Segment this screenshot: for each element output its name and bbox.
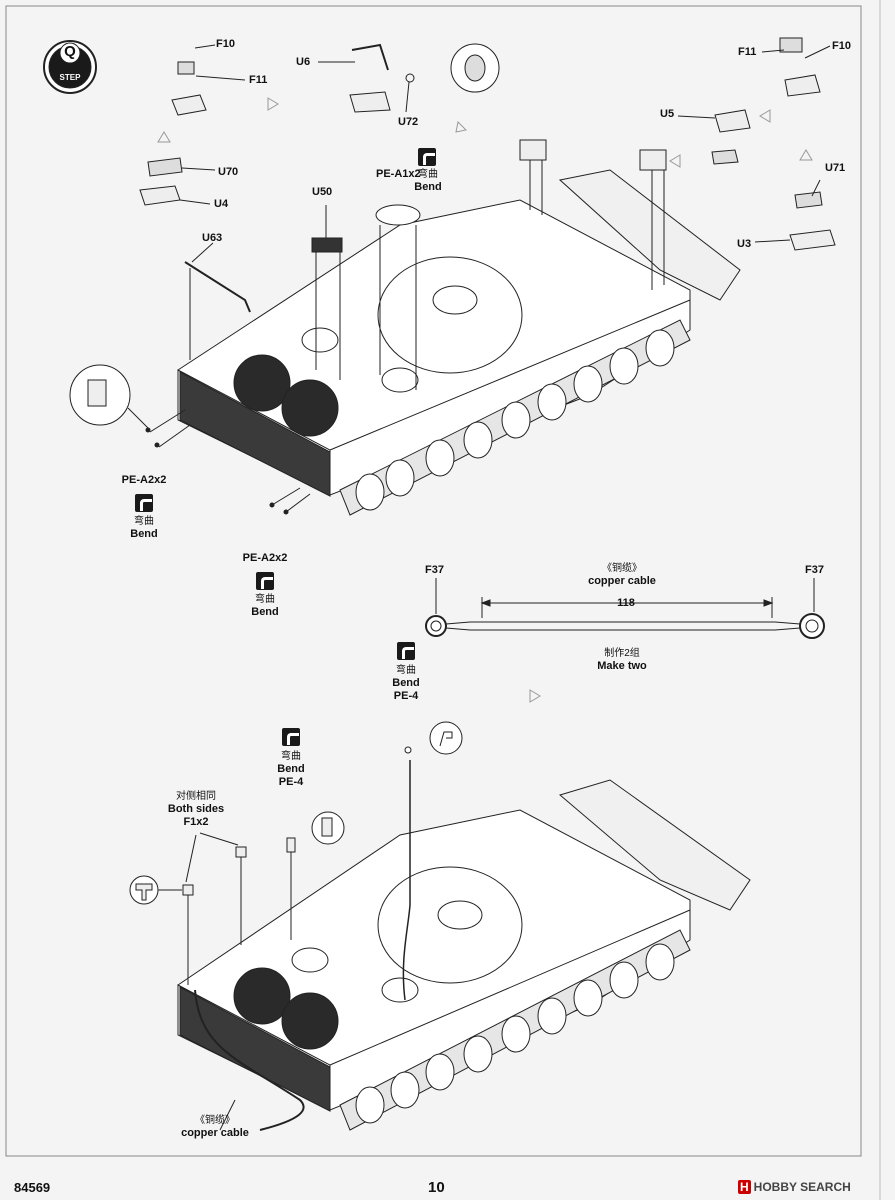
part-label-pe-a2: PE-A2x2: [121, 474, 167, 486]
part-label-f10: F10: [216, 38, 235, 50]
part-label-pe-4: PE-4: [393, 690, 419, 702]
step-number: Q: [64, 43, 76, 60]
bend-icon: [135, 494, 153, 512]
step-label: STEP: [59, 73, 81, 82]
page-frame: [5, 5, 862, 1157]
bend-en: Bend: [277, 763, 305, 775]
part-label-u3: U3: [737, 238, 752, 250]
part-label-f11: F11: [249, 74, 268, 86]
part-label-f10-right: F10: [832, 40, 851, 52]
bend-text-left: 弯曲 Bend: [130, 515, 158, 541]
cable-en: copper cable: [588, 575, 656, 587]
part-label-f37-left: F37: [425, 564, 444, 576]
part-label-pe-a1: PE-A1x2: [376, 168, 421, 180]
part-label-f1: F1x2: [183, 816, 209, 828]
bend-note-pe-a1: 弯曲 Bend: [414, 168, 442, 194]
bend-note-pe-a2-left: PE-A2x2: [122, 474, 167, 487]
part-label-u5: U5: [660, 108, 675, 120]
part-label-u6: U6: [296, 56, 311, 68]
part-label-u71: U71: [825, 162, 846, 174]
kit-code: 84569: [14, 1180, 51, 1195]
watermark-text: HOBBY SEARCH: [753, 1180, 851, 1194]
part-label-f37-right: F37: [805, 564, 824, 576]
part-label-u50: U50: [312, 186, 333, 198]
bend-note-pe4-b: 弯曲 Bend PE-4: [277, 750, 305, 789]
bottom-tank: [129, 721, 751, 1131]
copper-cable-diagram: [425, 578, 825, 639]
copper-cable-title: 《铜缆》 copper cable: [588, 562, 656, 588]
part-label-f11-right: F11: [738, 46, 757, 58]
top-tank: [177, 169, 741, 516]
watermark-logo: H: [738, 1180, 751, 1194]
bottom-copper-cable: 《铜缆》 copper cable: [181, 1114, 249, 1140]
cable-zh: 《铜缆》: [601, 563, 642, 574]
part-label-pe-a2: PE-A2x2: [242, 552, 288, 564]
cable-en: copper cable: [181, 1127, 249, 1139]
make-en: Make two: [597, 660, 647, 672]
cable-zh: 《铜缆》: [194, 1115, 235, 1126]
make-zh: 制作2组: [604, 648, 640, 659]
bend-zh: 弯曲: [134, 516, 154, 527]
top-parts: [69, 37, 836, 703]
bend-zh: 弯曲: [255, 594, 275, 605]
both-sides-zh: 对侧相同: [175, 791, 216, 802]
bend-note-pe4-a: 弯曲 Bend PE-4: [392, 664, 420, 703]
part-label-u63: U63: [202, 232, 223, 244]
both-sides-en: Both sides: [167, 803, 225, 815]
bend-note-pe-a2-mid: PE-A2x2: [243, 552, 288, 565]
page-number: 10: [428, 1179, 445, 1196]
bend-en: Bend: [130, 528, 158, 540]
bend-icon: [418, 148, 436, 166]
bend-zh: 弯曲: [281, 751, 301, 762]
bend-en: Bend: [414, 181, 442, 193]
cable-length: 118: [617, 597, 635, 609]
bend-zh: 弯曲: [396, 665, 416, 676]
part-label-u70: U70: [218, 166, 239, 178]
bend-text-mid: 弯曲 Bend: [251, 593, 279, 619]
make-two-note: 制作2组 Make two: [597, 647, 647, 673]
part-label-u72: U72: [398, 116, 419, 128]
step-badge: [43, 40, 97, 94]
bend-en: Bend: [392, 677, 420, 689]
bend-en: Bend: [251, 606, 279, 618]
bend-icon: [282, 728, 300, 746]
bend-zh: 弯曲: [418, 169, 438, 180]
part-label-u4: U4: [214, 198, 229, 210]
bend-icon: [256, 572, 274, 590]
both-sides-note: 对侧相同 Both sides F1x2: [168, 790, 224, 829]
bend-icon: [397, 642, 415, 660]
part-label-pe-4: PE-4: [278, 776, 304, 788]
